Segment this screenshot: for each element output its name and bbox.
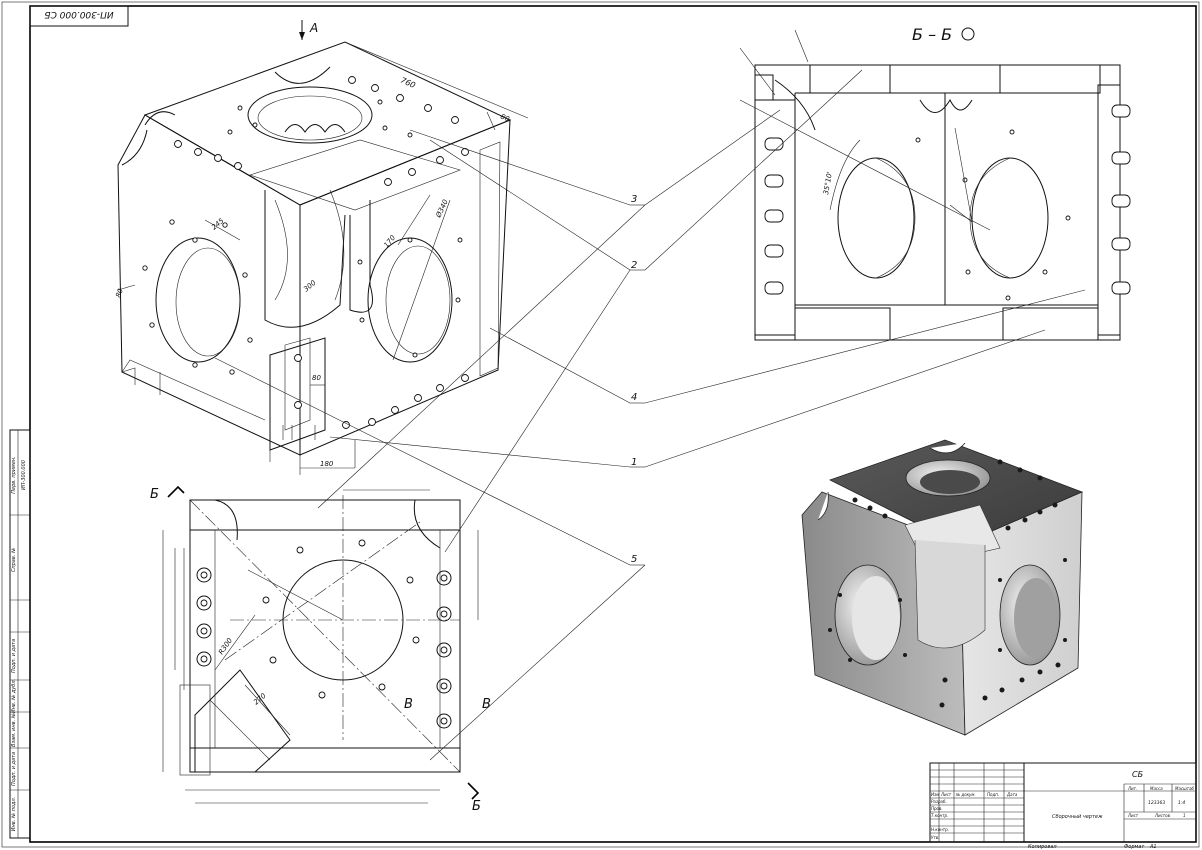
plan-small-holes xyxy=(262,539,420,699)
rotation-icon xyxy=(961,27,975,41)
angle-label: 35°10' xyxy=(822,171,834,195)
dim-80-mid: 80 xyxy=(312,374,321,382)
section-bolts xyxy=(764,104,1131,295)
sheets-label: Листов xyxy=(1154,813,1171,818)
stamp-cell-7: Инв. № подл. xyxy=(11,797,17,832)
lit-header: Лит. xyxy=(1127,786,1137,791)
scale-header: Масштаб xyxy=(1175,786,1195,791)
leader-label-2: 2 xyxy=(631,260,637,271)
side-stamp: Перв. примен. ИП-300.000 Справ. № Подп. … xyxy=(9,429,31,839)
col-header-1: Лист xyxy=(940,792,952,797)
sheet-label: Лист xyxy=(1127,813,1139,818)
dim-245: 245 xyxy=(210,216,226,231)
title-block: СБ Сборочный чертеж Лит. Масса Масштаб 1… xyxy=(929,762,1197,850)
doc-code-box: ИП-300.000 СБ xyxy=(29,5,129,27)
section-title: Б – Б xyxy=(912,25,952,44)
section-mark-v-right: В xyxy=(482,697,491,712)
stamp-cell-4: Инв. № дубл. xyxy=(11,679,17,713)
dim-80-top: 80 xyxy=(499,113,511,124)
top-bolt-holes xyxy=(174,76,459,170)
dim-180: 180 xyxy=(320,460,334,468)
render-bolts xyxy=(828,459,1067,708)
leader-lines: 3 2 4 1 5 xyxy=(214,69,1086,761)
leader-label-5: 5 xyxy=(631,554,637,565)
plan-bolts-left xyxy=(196,567,212,667)
stamp-cell-6: Подп. и дата xyxy=(11,752,17,786)
section-mark-b-top: Б xyxy=(150,487,159,502)
section-mark-b-bottom: Б xyxy=(472,799,481,814)
role-1: Пров. xyxy=(931,806,943,811)
sheets-value: 1 xyxy=(1183,813,1186,818)
dim-d340: Ø340 xyxy=(434,198,450,220)
scale-value: 1:4 xyxy=(1178,800,1185,806)
stamp-cell-3: Подп. и дата xyxy=(11,639,17,673)
dim-760: 760 xyxy=(399,76,417,90)
leader-label-3: 3 xyxy=(631,194,637,205)
left-face-holes xyxy=(142,219,253,375)
stamp-cell-1: ИП-300.000 xyxy=(21,460,27,490)
view-label-a: А xyxy=(309,21,318,35)
leader-label-1: 1 xyxy=(631,457,637,468)
role-0: Разраб. xyxy=(931,799,947,804)
mass-header: Масса xyxy=(1150,786,1163,791)
dim-270: 270 xyxy=(252,691,268,706)
stamp-cell-0: Перв. примен. xyxy=(11,456,17,494)
format-value: А1 xyxy=(1149,844,1157,850)
role-5: Утв. xyxy=(931,835,939,840)
col-header-0: Изм xyxy=(931,792,939,797)
format-label: Формат xyxy=(1124,844,1145,850)
stamp-cell-5: Взам. инв. № xyxy=(11,713,17,747)
stamp-cell-2: Справ. № xyxy=(11,548,17,572)
isometric-view: 760 80 Ø340 245 170 300 80 180 80 А xyxy=(114,20,529,475)
right-face-bolt-holes xyxy=(294,148,469,429)
section-view: Б – Б xyxy=(739,25,1131,341)
plan-bolts-right xyxy=(436,570,452,729)
dim-r300: R300 xyxy=(217,636,234,656)
title-designation: СБ xyxy=(1132,770,1144,779)
plan-view: R300 270 Б Б В В xyxy=(150,485,491,814)
copied-label: Копировал xyxy=(1028,844,1057,850)
title-name: Сборочный чертеж xyxy=(1052,814,1103,820)
section-mark-v-left: В xyxy=(404,697,413,712)
col-header-4: Дата xyxy=(1006,792,1018,797)
dim-80-left: 80 xyxy=(114,287,125,299)
mass-value: 123363 xyxy=(1148,800,1165,806)
leader-label-4: 4 xyxy=(631,392,637,403)
dim-300: 300 xyxy=(302,278,318,293)
doc-code-text: ИП-300.000 СБ xyxy=(44,9,113,19)
col-header-3: Подп. xyxy=(987,792,999,797)
shaded-3d-render xyxy=(801,439,1084,736)
col-header-2: № докум. xyxy=(955,792,976,797)
role-4: Н.контр. xyxy=(931,827,949,832)
role-2: Т.контр. xyxy=(931,813,948,818)
